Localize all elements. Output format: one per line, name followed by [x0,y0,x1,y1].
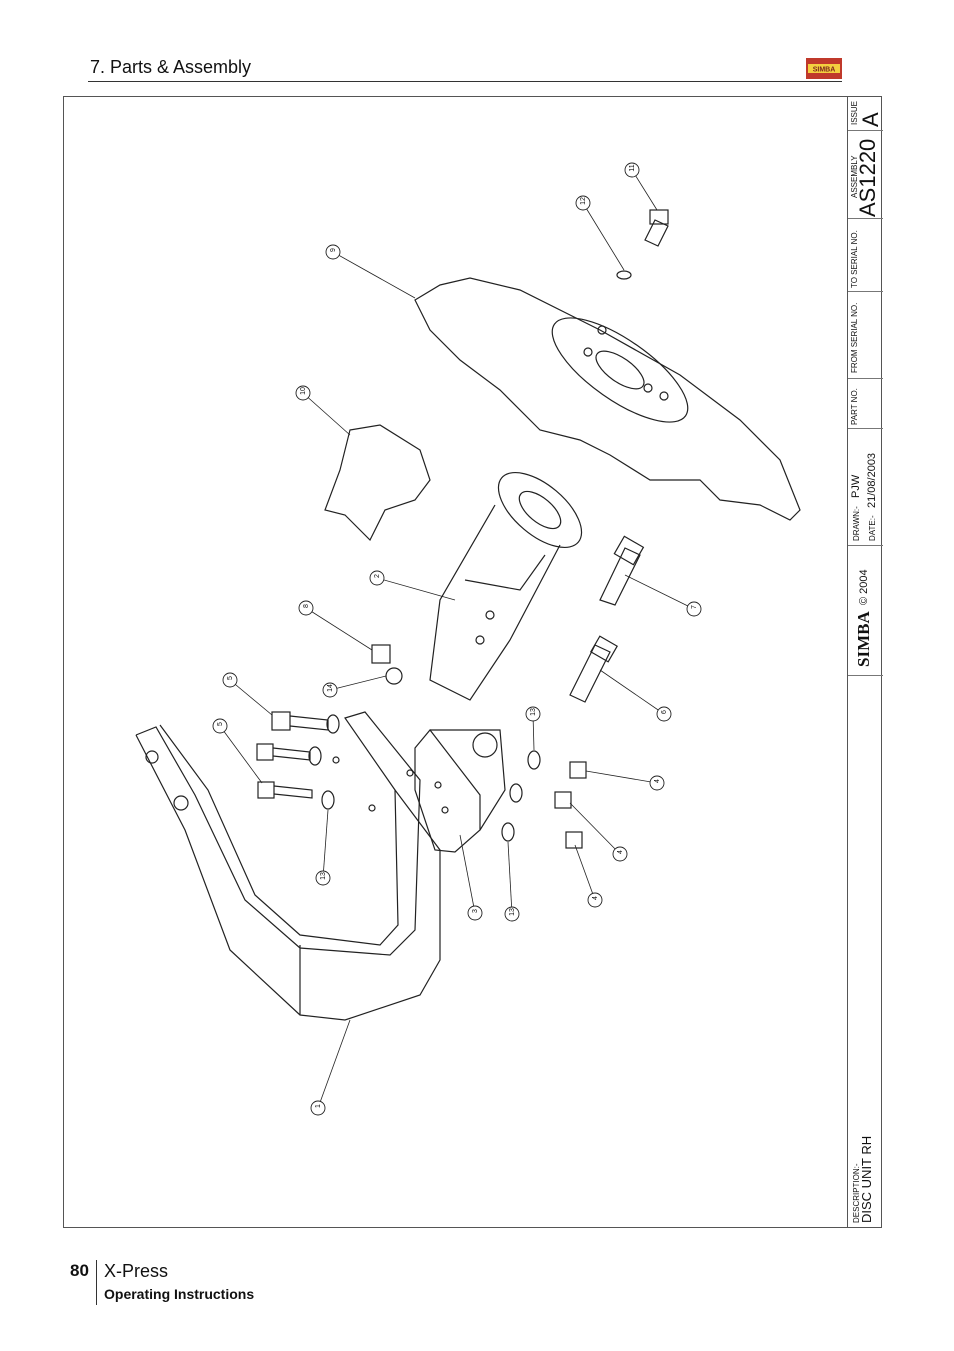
callout-6: 6 [661,710,668,714]
bolts-5 [256,711,329,799]
callout-bubbles [212,162,702,1116]
callout-1: 1 [315,1104,322,1108]
header-rule [88,81,842,82]
callout-7: 7 [691,605,698,609]
callout-5b: 5 [217,722,224,726]
hub-body [429,471,583,701]
issue-cell: ISSUE A [848,97,883,131]
nuts [371,644,587,849]
to-serial-label: TO SERIAL NO. [850,230,859,288]
callout-9: 9 [330,248,337,252]
document-subtitle: Operating Instructions [104,1286,255,1302]
bolt-6 [569,635,618,703]
exploded-diagram: 1 2 3 4 4 4 5 5 6 7 8 9 10 11 12 13 13 1… [135,162,801,1116]
callout-5a: 5 [227,676,234,680]
bolt-7 [599,535,645,606]
description-cell: DESCRIPTION:- DISC UNIT RH [848,675,883,1228]
drawn-cell: DRAWN:- PJW DATE:- 21/08/2003 [848,428,883,546]
callout-4b: 4 [617,850,624,854]
date-value: 21/08/2003 [866,452,878,508]
callout-10: 10 [300,387,307,395]
callout-numbers: 1 2 3 4 4 4 5 5 6 7 8 9 10 11 12 13 13 1… [217,164,698,1108]
washers-13 [308,714,541,842]
simba-logo: SIMBA [806,58,842,79]
callout-4c: 4 [592,896,599,900]
callout-12: 12 [580,197,587,205]
disc [414,277,801,521]
page-number: 80 [70,1261,89,1280]
copyright: © 2004 [858,569,870,605]
callout-13c: 13 [509,908,516,916]
drawn-value: PJW [850,474,862,498]
from-serial-label: FROM SERIAL NO. [850,302,859,373]
callout-14: 14 [327,684,334,692]
callout-2: 2 [374,574,381,578]
part-no-label: PART NO. [850,388,859,425]
callout-11: 11 [629,164,636,171]
callout-8: 8 [303,604,310,608]
section-title: 7. Parts & Assembly [90,57,252,77]
to-serial-cell: TO SERIAL NO. [848,218,883,292]
title-block: ISSUE A ASSEMBLY AS1220 TO SERIAL NO. FR… [847,97,883,1228]
callout-13b: 13 [530,708,537,716]
scraper [324,424,431,542]
part-no-cell: PART NO. [848,378,883,429]
callout-4a: 4 [654,779,661,783]
issue-value: A [858,112,883,127]
product-name: X-Press [104,1261,169,1281]
date-label: DATE:- [868,515,877,541]
brand-cell: © 2004 SIMBA [848,545,883,676]
drawn-label: DRAWN:- [852,506,861,541]
leg-bracket [135,711,441,1021]
callout-13a: 13 [320,872,327,880]
brand-logo: SIMBA [854,611,873,667]
footer-divider [96,1260,97,1305]
logo-text: SIMBA [813,67,836,74]
washer-12 [616,270,632,280]
description-value: DISC UNIT RH [859,1135,874,1223]
from-serial-cell: FROM SERIAL NO. [848,291,883,379]
callout-3: 3 [472,909,479,913]
leader-lines [219,169,695,1109]
mounting-plate [414,729,506,853]
drawing-frame [63,96,882,1228]
bolt-11 [644,209,669,247]
assembly-value: AS1220 [855,138,880,217]
assembly-cell: ASSEMBLY AS1220 [848,130,883,219]
